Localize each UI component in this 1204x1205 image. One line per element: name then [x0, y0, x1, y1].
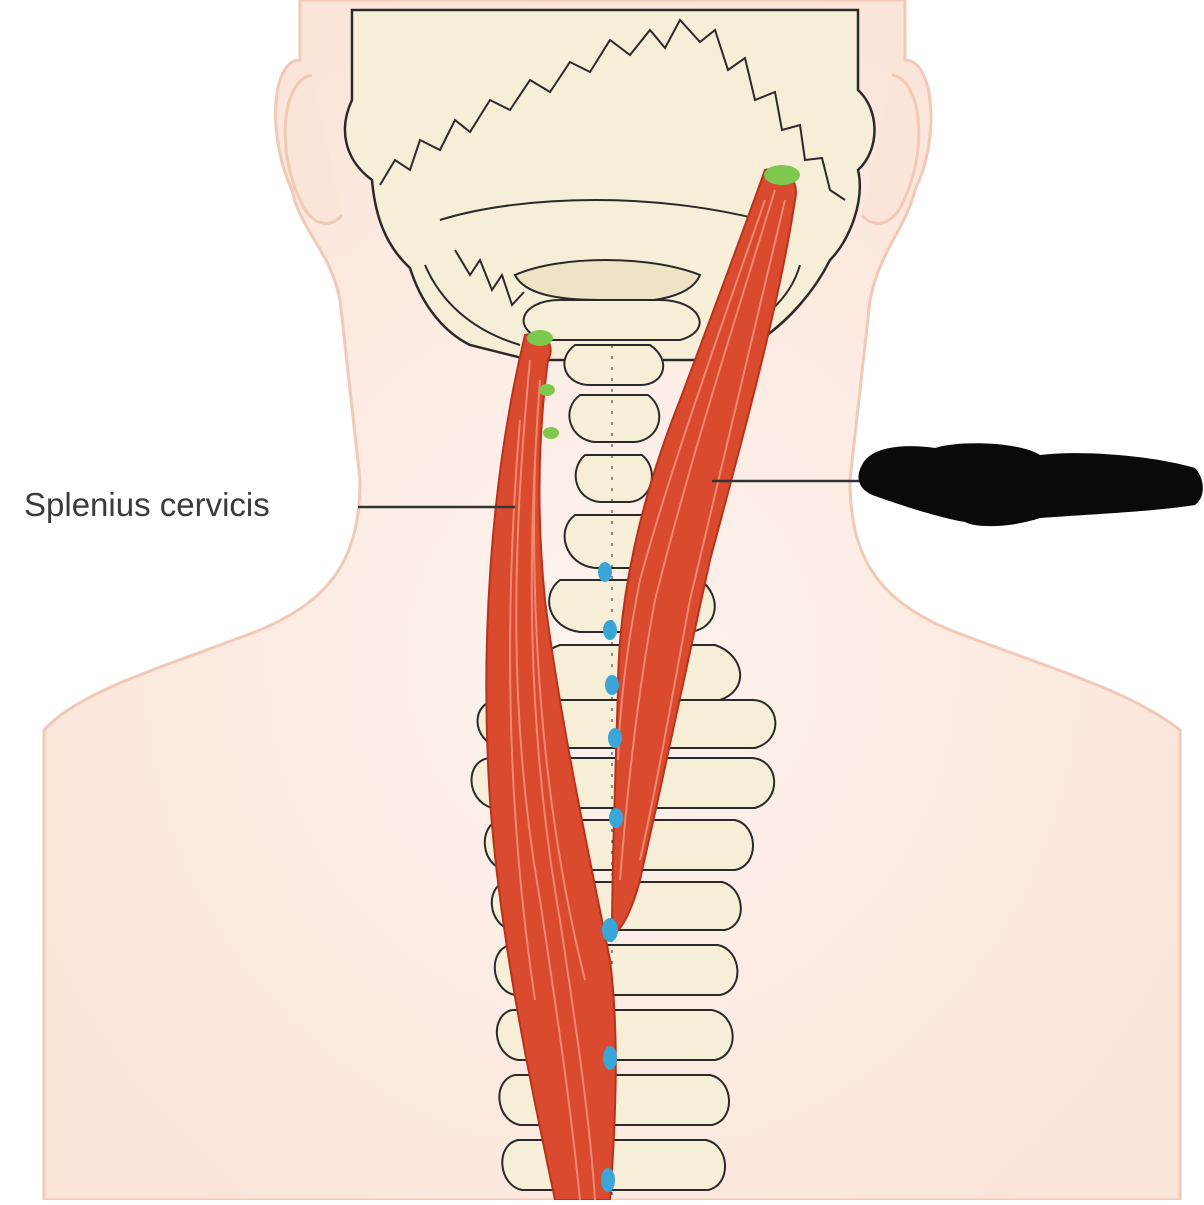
- blue-origin-t2: [605, 675, 619, 695]
- blue-origin-t3: [608, 728, 622, 748]
- splenius-capitis-muscle: [610, 168, 797, 937]
- blue-origin-t5: [602, 918, 618, 942]
- blue-origin-c7: [598, 562, 612, 582]
- blue-origin-t1: [603, 620, 617, 640]
- splenius-cervicis-belly: [485, 333, 617, 1201]
- green-insertion-mastoid: [764, 165, 800, 185]
- lambdoid-suture: [379, 18, 846, 201]
- left-ear: [283, 73, 344, 225]
- splenius-capitis-belly: [610, 168, 797, 937]
- blue-origin-t6: [603, 1046, 617, 1070]
- mandible-left: [424, 264, 521, 346]
- splenius-cervicis-fibers: [509, 359, 596, 1201]
- occipital-curve: [439, 199, 781, 226]
- atlas-vertebra: [522, 299, 701, 341]
- blue-origin-t7: [601, 1168, 615, 1192]
- foramen-magnum: [513, 259, 702, 303]
- insertion-points: [527, 165, 800, 1192]
- right-ear: [860, 73, 921, 225]
- cervical-vertebra-4: [574, 454, 653, 503]
- teeth-row: [454, 249, 525, 307]
- blue-origin-t4: [609, 808, 623, 828]
- cervical-vertebra-3: [568, 394, 661, 443]
- axis-vertebra: [563, 344, 665, 386]
- redaction-blot: [858, 443, 1203, 527]
- green-insertion-c1: [527, 330, 553, 346]
- splenius-capitis-fibers: [617, 189, 786, 881]
- green-insertion-c3: [543, 427, 559, 439]
- splenius-cervicis-label: Splenius cervicis: [24, 486, 270, 523]
- splenius-cervicis-muscle: [485, 333, 617, 1201]
- green-insertion-c2: [539, 384, 555, 396]
